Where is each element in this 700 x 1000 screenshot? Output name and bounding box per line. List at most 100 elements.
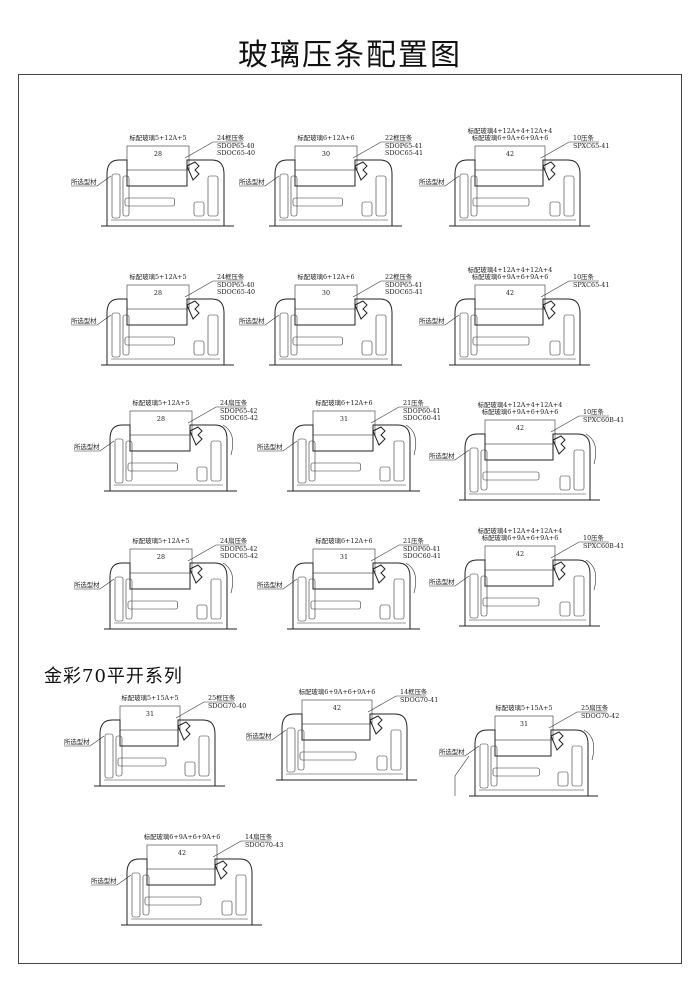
glass-spec-label: 标配玻璃5+12A+5 xyxy=(129,133,186,142)
profile-outline xyxy=(101,298,234,366)
glass-thickness: 31 xyxy=(146,710,154,718)
glass-spec-label: 标配玻璃6+9A+6+9A+6 xyxy=(482,533,559,542)
glass-outline xyxy=(484,419,556,445)
bead-label: 10压条 xyxy=(583,407,605,416)
glass-spec-label: 标配玻璃5+15A+5 xyxy=(495,703,552,712)
profile-label: 所选型材 xyxy=(429,577,455,586)
glass-thickness: 42 xyxy=(516,424,524,432)
bead-label: 24框压条 xyxy=(217,272,245,281)
glass-outline xyxy=(494,715,554,741)
glass-spec-label: 标配玻璃5+12A+5 xyxy=(129,272,186,281)
bead-code: SDOC65-40 xyxy=(217,288,255,296)
glass-spec-label: 标配玻璃6+12A+6 xyxy=(315,536,372,545)
profile-label: 所选型材 xyxy=(257,442,283,451)
bead-leader xyxy=(548,711,607,729)
drawing-frame xyxy=(18,74,682,964)
profile-outline xyxy=(101,159,234,227)
bead-code: SDOP60-41 xyxy=(403,407,440,415)
glass-outline xyxy=(294,284,358,310)
glass-spec-label: 标配玻璃6+9A+6+9A+6 xyxy=(144,832,221,841)
bead-label: 14扇压条 xyxy=(245,832,273,841)
bead-label: 10压条 xyxy=(573,272,595,281)
profile-label: 所选型材 xyxy=(71,316,97,325)
profile-label: 所选型材 xyxy=(91,876,117,885)
glass-outline xyxy=(312,410,376,436)
profile-section-r4c3: 标配玻璃4+12A+4+12A+4标配玻璃6+9A+6+9A+64210压条SP… xyxy=(429,526,624,627)
profile-label: 所选型材 xyxy=(257,580,283,589)
profile-outline xyxy=(94,719,225,787)
series-heading: 金彩70平开系列 xyxy=(44,666,183,687)
bead-code: SDOP65-41 xyxy=(385,142,422,150)
bead-label: 10压条 xyxy=(583,533,605,542)
profile-label: 所选型材 xyxy=(71,177,97,186)
profile-outline xyxy=(449,159,590,227)
glass-thickness: 31 xyxy=(340,553,348,561)
bead-leader xyxy=(187,544,246,562)
profile-outline xyxy=(104,424,237,492)
bead-leader xyxy=(352,141,411,159)
profile-label: 所选型材 xyxy=(419,316,445,325)
glass-outline xyxy=(474,284,546,310)
bead-label: 24扇压条 xyxy=(220,398,248,407)
glass-thickness: 42 xyxy=(506,150,514,158)
glass-thickness: 42 xyxy=(333,704,341,712)
glass-spec-label: 标配玻璃6+9A+6+9A+6 xyxy=(472,272,549,281)
bead-code: SDOP65-41 xyxy=(385,281,422,289)
bead-code: SPXC65-41 xyxy=(573,142,609,150)
profile-section-r2c3: 标配玻璃4+12A+4+12A+4标配玻璃6+9A+6+9A+64210压条SP… xyxy=(419,265,609,366)
bead-leader xyxy=(550,415,609,433)
glass-thickness: 28 xyxy=(157,415,165,423)
profile-outline xyxy=(459,433,600,501)
bead-label: 21压条 xyxy=(403,536,425,545)
profile-label: 所选型材 xyxy=(74,442,100,451)
glass-outline xyxy=(301,699,373,725)
bead-code: SPXC60B-41 xyxy=(583,542,624,550)
glass-spec-label: 标配玻璃6+9A+6+9A+6 xyxy=(482,407,559,416)
bead-code: SDOC60-41 xyxy=(403,552,441,560)
glass-spec-label: 标配玻璃5+12A+5 xyxy=(132,536,189,545)
bead-leader xyxy=(212,840,271,858)
glass-outline xyxy=(129,548,193,574)
bead-code: SDOC65-42 xyxy=(220,414,258,422)
glass-thickness: 28 xyxy=(157,553,165,561)
profile-label: 所选型材 xyxy=(239,177,265,186)
bead-label: 25框压条 xyxy=(208,693,236,702)
bead-code: SDOP60-41 xyxy=(403,545,440,553)
glass-spec-label: 标配玻璃4+12A+4+12A+4 xyxy=(478,400,563,409)
profile-section-r3c3: 标配玻璃4+12A+4+12A+4标配玻璃6+9A+6+9A+64210压条SP… xyxy=(429,400,624,501)
glass-spec-label: 标配玻璃4+12A+4+12A+4 xyxy=(468,265,553,274)
profile-outline xyxy=(287,424,420,492)
glass-outline xyxy=(484,545,556,571)
bead-leader xyxy=(184,280,243,298)
bead-leader xyxy=(187,406,246,424)
bead-leader xyxy=(367,695,426,713)
bead-leader xyxy=(370,544,429,562)
bead-code: SDOC60-41 xyxy=(403,414,441,422)
bead-code: SDOG70-42 xyxy=(581,712,619,720)
profile-label: 所选型材 xyxy=(64,737,90,746)
bead-code: SDOP65-40 xyxy=(217,281,254,289)
bead-label: 14框压条 xyxy=(400,687,428,696)
bead-label: 24扇压条 xyxy=(220,536,248,545)
profile-label: 所选型材 xyxy=(429,451,455,460)
profile-label: 所选型材 xyxy=(439,747,465,756)
bead-label: 24框压条 xyxy=(217,133,245,142)
profile-outline xyxy=(449,298,590,366)
bead-code: SDOC65-41 xyxy=(385,288,423,296)
bead-label: 22框压条 xyxy=(385,272,413,281)
profile-label: 所选型材 xyxy=(246,731,272,740)
profile-label: 所选型材 xyxy=(239,316,265,325)
profile-outline xyxy=(269,159,402,227)
bead-code: SPXC65-41 xyxy=(573,281,609,289)
glass-outline xyxy=(294,145,358,171)
bead-label: 25扇压条 xyxy=(581,703,609,712)
profile-outline xyxy=(269,298,402,366)
